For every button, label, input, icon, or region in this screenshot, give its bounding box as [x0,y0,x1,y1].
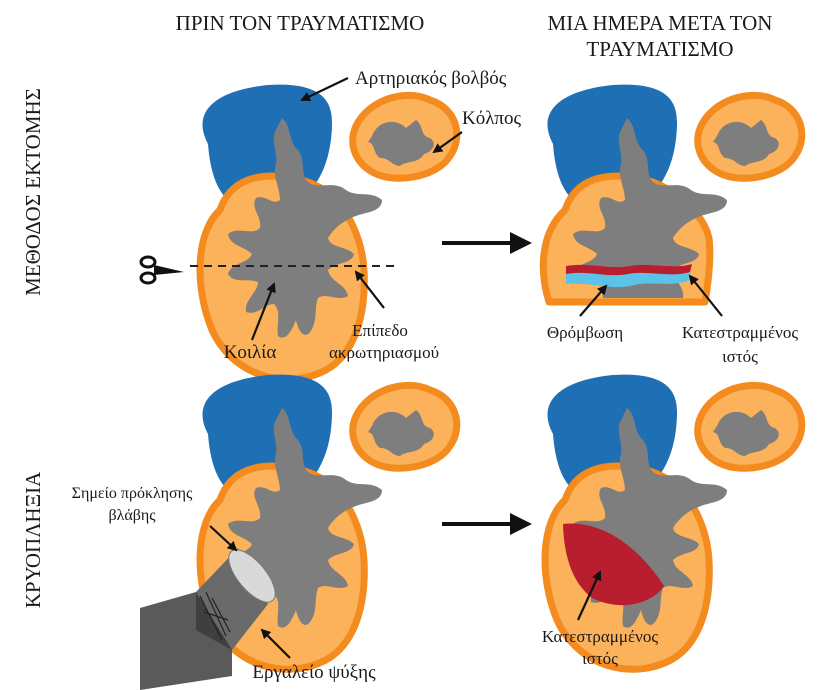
header-after-line1: ΜΙΑ ΗΜΕΡΑ ΜΕΤΑ ΤΟΝ [548,11,773,35]
label-injury-site-line1: Σημείο πρόκλησης [72,485,193,502]
row-label-cryo: ΚΡΥΟΠΛΗΞΙΑ [21,471,45,608]
label-amputation-line2: ακρωτηριασμού [329,343,439,362]
label-thrombosis: Θρόμβωση [547,323,623,342]
label-damaged-line1: Κατεστραμμένος [682,323,798,342]
scissors-icon [141,257,184,283]
label-amputation-line1: Επίπεδο [352,321,408,340]
label-atrium: Κόλπος [462,108,522,129]
header-before: ΠΡΙΝ ΤΟΝ ΤΡΑΥΜΑΤΙΣΜΟ [176,11,425,35]
label-cooling-tool: Εργαλείο ψύξης [252,662,376,683]
header-after-line2: ΤΡΑΥΜΑΤΙΣΜΟ [586,37,733,61]
label-damaged2-line1: Κατεστραμμένος [542,627,658,646]
label-ventricle: Κοιλία [224,342,277,363]
label-damaged-line2: ιστός [722,347,758,366]
heart-after-cryo [545,375,802,670]
label-injury-site-line2: βλάβης [108,507,156,524]
heart-before-resection [200,85,457,380]
label-damaged2-line2: ιστός [582,649,618,668]
row-label-resection: ΜΕΘΟΔΟΣ ΕΚΤΟΜΗΣ [21,88,45,296]
label-bulbus: Αρτηριακός βολβός [355,68,507,89]
